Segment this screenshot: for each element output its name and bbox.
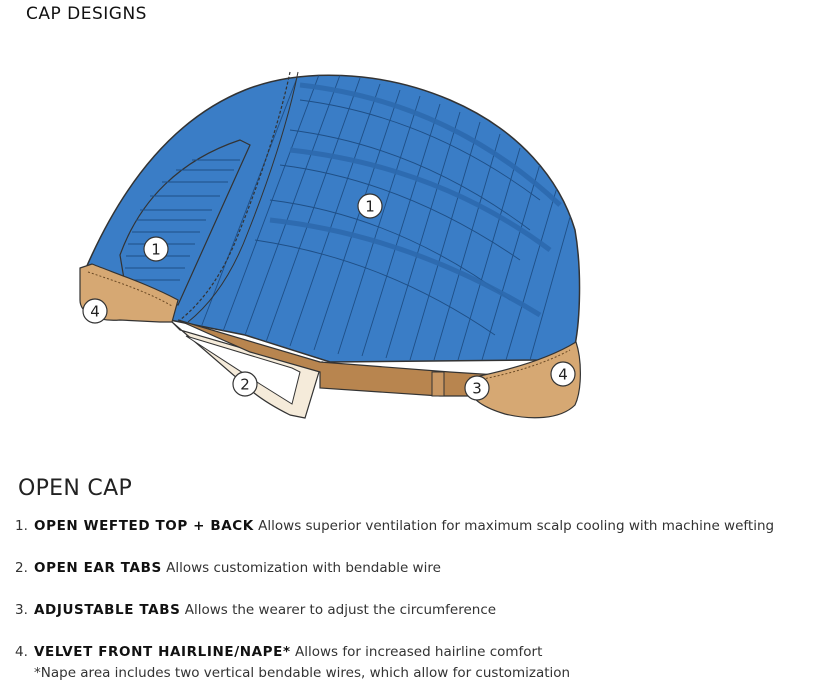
mesh-pattern: [199, 75, 573, 361]
feature-description: Allows for increased hairline comfort: [294, 644, 543, 660]
svg-text:2: 2: [240, 376, 250, 394]
callout-1-top: 1: [357, 193, 383, 219]
section-title: CAP DESIGNS: [26, 4, 147, 24]
feature-item: 4. VELVET FRONT HAIRLINE/NAPE* Allows for…: [15, 642, 815, 684]
callout-4-front: 4: [82, 298, 108, 324]
feature-list: 1. OPEN WEFTED TOP + BACK Allows superior…: [15, 516, 815, 684]
cap-name-heading: OPEN CAP: [18, 476, 133, 501]
svg-text:4: 4: [558, 366, 568, 384]
side-weft-panel: [119, 139, 251, 306]
feature-number: 2.: [15, 560, 28, 576]
feature-note: *Nape area includes two vertical bendabl…: [34, 665, 571, 681]
svg-text:1: 1: [151, 241, 161, 259]
feature-number: 4.: [15, 644, 28, 660]
feature-item: 1. OPEN WEFTED TOP + BACK Allows superior…: [15, 516, 815, 558]
callout-3-adjustable: 3: [464, 375, 490, 401]
svg-text:1: 1: [365, 198, 375, 216]
feature-description: Allows customization with bendable wire: [166, 560, 441, 576]
feature-name: VELVET FRONT HAIRLINE/NAPE*: [34, 644, 291, 660]
nape-velvet: [469, 341, 581, 419]
strap-buckle: [431, 371, 445, 397]
feature-description: Allows superior ventilation for maximum …: [258, 518, 775, 534]
callout-2-ear-tab: 2: [232, 371, 258, 397]
feature-item: 3. ADJUSTABLE TABS Allows the wearer to a…: [15, 600, 815, 642]
feature-name: OPEN EAR TABS: [34, 560, 162, 576]
callout-4-nape: 4: [550, 361, 576, 387]
callout-1-back: 1: [143, 236, 169, 262]
feature-item: 2. OPEN EAR TABS Allows customization wit…: [15, 558, 815, 600]
center-seam: [179, 71, 291, 321]
feature-name: OPEN WEFTED TOP + BACK: [34, 518, 254, 534]
feature-name: ADJUSTABLE TABS: [34, 602, 181, 618]
svg-text:4: 4: [90, 303, 100, 321]
feature-number: 3.: [15, 602, 28, 618]
svg-text:3: 3: [472, 380, 482, 398]
feature-number: 1.: [15, 518, 28, 534]
cap-mesh-body: [85, 74, 581, 363]
weft-stripes: [269, 82, 562, 318]
cap-diagram: 1 1 2 3 4 4: [79, 71, 581, 419]
feature-description: Allows the wearer to adjust the circumfe…: [184, 602, 497, 618]
